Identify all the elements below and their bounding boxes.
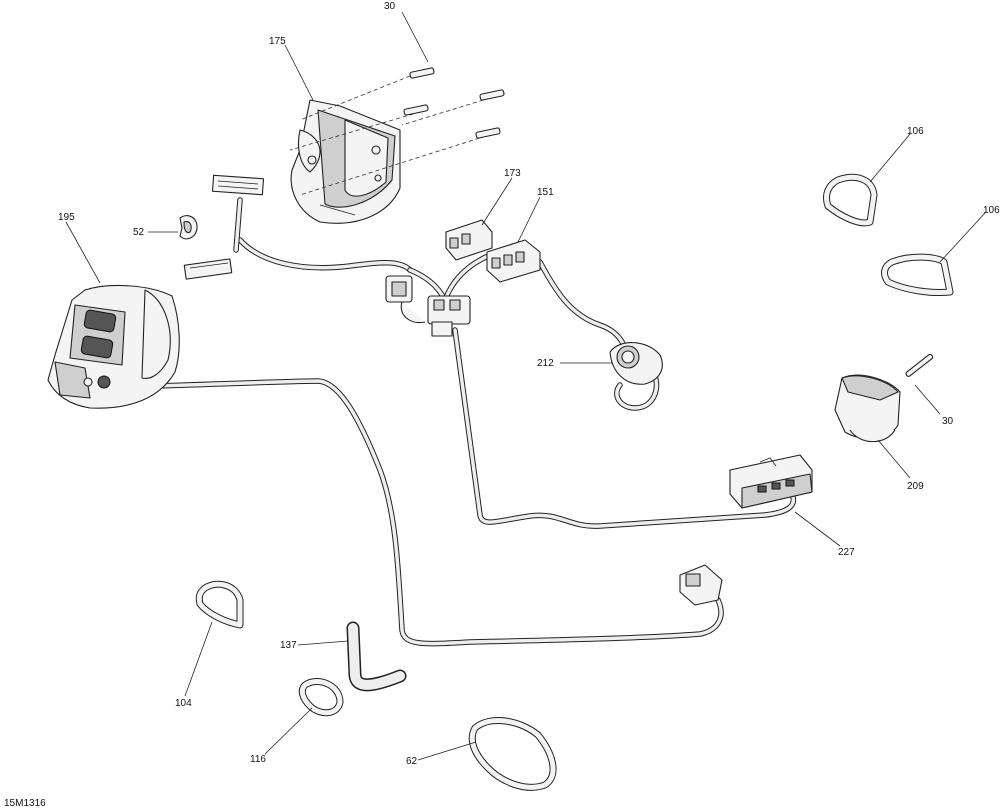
drawing-number: 15M1316: [4, 798, 46, 809]
callout-62: 62: [406, 756, 418, 767]
grommet-116: [298, 677, 344, 717]
wire-end-connector: [679, 564, 723, 606]
callout-106-a: 106: [907, 126, 924, 137]
connector-173: [445, 219, 493, 261]
callout-52: 52: [133, 227, 145, 238]
throttle-sensor-209: [834, 374, 901, 443]
pin-30: [905, 353, 934, 377]
callout-175: 175: [269, 36, 286, 47]
callout-227: 227: [838, 547, 855, 558]
clip: [179, 215, 198, 240]
connector-151: [486, 239, 541, 283]
hose-137: [346, 621, 407, 692]
boot-106-b: [881, 253, 954, 296]
screws: [289, 67, 505, 196]
leader-lines: [65, 11, 986, 761]
boot-106-a: [822, 173, 878, 227]
callout-30-top: 30: [384, 1, 396, 12]
callout-104: 104: [175, 698, 192, 709]
handlebar-switch-housing: [47, 284, 180, 409]
callout-106-b: 106: [983, 205, 1000, 216]
wiring-harness: [147, 197, 797, 647]
callout-137: 137: [280, 640, 297, 651]
callout-212: 212: [537, 358, 554, 369]
seal-62: [468, 717, 557, 791]
callout-195: 195: [58, 212, 75, 223]
callout-labels: 30 175 106 106 173 151 195 52 212 30 209…: [4, 1, 1000, 809]
callout-173: 173: [504, 168, 521, 179]
callout-116: 116: [250, 754, 266, 765]
callout-30-right: 30: [942, 416, 954, 427]
boot-104: [195, 580, 244, 629]
connector-plug-212: [609, 342, 663, 385]
electronic-module-227: [729, 454, 813, 509]
harness-connectors: [183, 174, 471, 337]
switch-housing-bracket: [290, 99, 401, 224]
callout-209: 209: [907, 481, 924, 492]
callout-151: 151: [537, 187, 554, 198]
